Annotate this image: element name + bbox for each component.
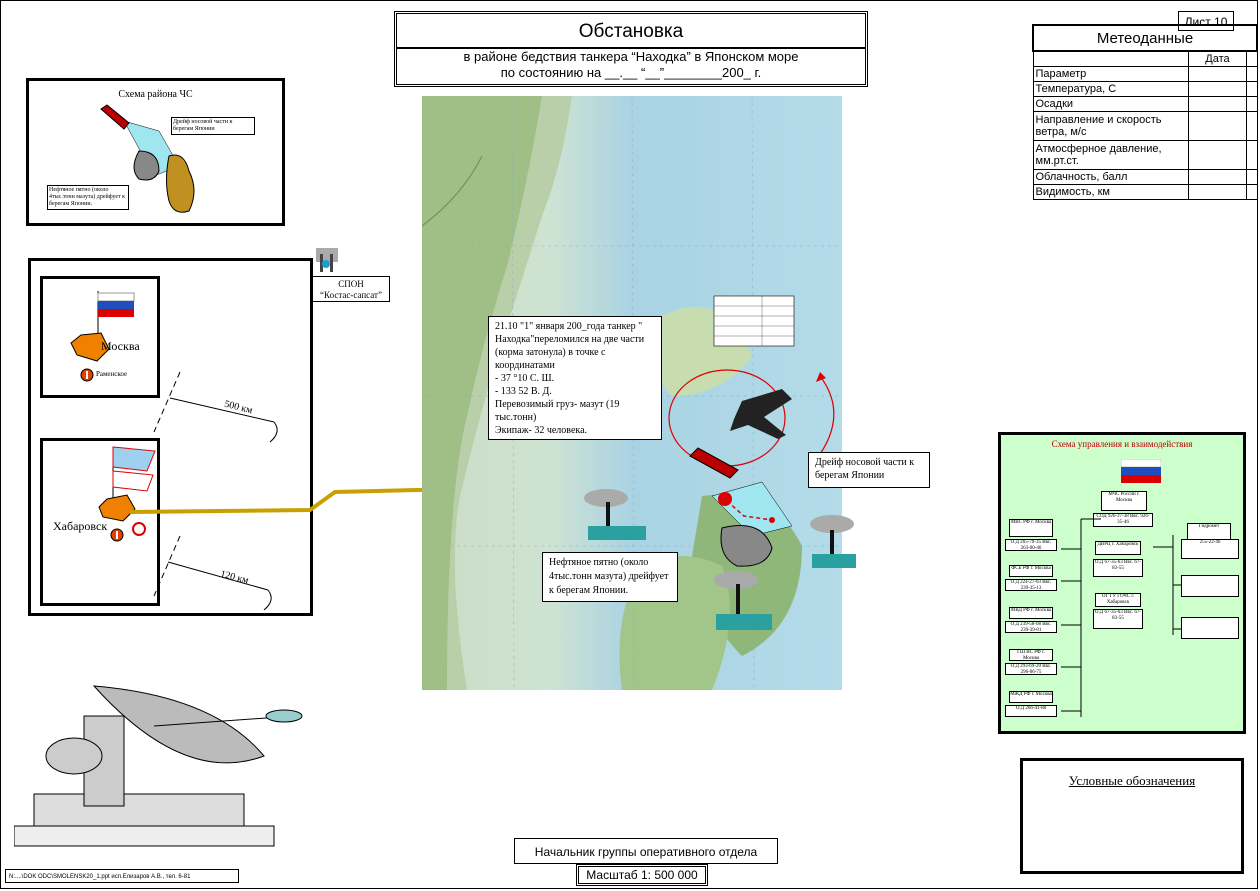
meteo-table: Метеоданные Дата Параметр Температура, С… <box>1032 24 1258 200</box>
scheme-box: Схема района ЧС Дрейф носовой части к бе… <box>26 78 285 226</box>
spon-line2: “Костас-сапсат” <box>320 290 382 300</box>
control-title: Схема управления и взаимодействия <box>1051 439 1193 449</box>
control-top-box: МЧС России г. Москва <box>1101 491 1147 511</box>
control-scheme: Схема управления и взаимодействия МЧС Ро… <box>998 432 1246 734</box>
incident-info-box: 21.10 "1" января 200_года танкер " Наход… <box>488 316 662 440</box>
meteo-row: Осадки <box>1032 96 1189 112</box>
control-right-sub: 255-22-46 <box>1181 539 1239 559</box>
oil-platforms <box>584 489 856 630</box>
city-ramenskoe: Раменское <box>96 370 128 378</box>
scheme-title: Схема района ЧС <box>118 89 193 100</box>
meteo-header: Метеоданные <box>1032 24 1258 52</box>
control-left-box: МЖД РФ г. Москва <box>1009 691 1053 703</box>
khabarovsk-box: Хабаровск <box>40 438 160 606</box>
meteo-row: Атмосферное давление, мм.рт.ст. <box>1032 140 1189 170</box>
scheme-drift-note: Дрейф носовой части к берегам Японии <box>171 117 255 135</box>
satellite-dish-icon <box>14 685 303 847</box>
scale-label: Масштаб 1: 500 000 <box>576 864 708 886</box>
legend-title: Условные обозначения <box>1068 773 1196 788</box>
spon-line1: СПОН <box>338 279 364 289</box>
meteo-date-label: Дата <box>1187 50 1248 67</box>
russia-flag-icon <box>1121 459 1161 483</box>
control-left-sub: О.Д 239-58-08 Ввс. 239-39-01 <box>1005 621 1057 633</box>
control-left-box: МВД РФ г. Москва <box>1009 607 1053 619</box>
control-connectors <box>1061 518 1181 717</box>
title-main: Обстановка <box>578 21 684 42</box>
scheme-sketch <box>100 104 195 213</box>
control-left-box: МВС РФ г. Москва <box>1009 519 1053 537</box>
moscow-flag-icon <box>70 291 135 382</box>
incident-crew: Экипаж- 32 человека. <box>495 425 588 436</box>
control-left-box: ГШ ВС РФ г. Москва <box>1009 649 1053 661</box>
control-empty-box <box>1181 617 1239 639</box>
oil-spot-label: Нефтяное пятно (около 4тыс.тонн мазута) … <box>542 552 678 602</box>
control-top-sub: СОД 926-37-38 Ввс. 926-35-46 <box>1093 513 1153 527</box>
antenna-icon <box>316 248 338 272</box>
meteo-row: Видимость, км <box>1032 184 1189 200</box>
scheme-oil-note: Нефтяное пятно (около 4тыс.тонн мазута) … <box>47 185 129 210</box>
city-khabarovsk: Хабаровск <box>53 519 108 533</box>
khabarovsk-flag-icon <box>98 446 156 542</box>
city-moscow: Москва <box>101 339 140 353</box>
title-sub-line1: в районе бедствия танкера “Находка” в Яп… <box>463 49 799 64</box>
oil-platform-icon <box>584 489 646 540</box>
control-mid-box: ОГ ГУ ГОЧС г. Хабаровск <box>1095 593 1141 607</box>
title-box: Обстановка в районе бедствия танкера “На… <box>394 11 868 87</box>
footer-path: N:....\DOK ODC\SMOLENSK20_1.ppt исп.Елиз… <box>5 869 239 883</box>
title-divider <box>397 47 865 49</box>
title-sub-line2: по состоянию на __.__ “__”________200_ г… <box>500 65 762 80</box>
control-mid-box: ДВРЦ г. Хабаровск <box>1095 541 1141 555</box>
control-left-sub: О.Д 265-70-35 Ввс. 263-00-46 <box>1005 539 1057 551</box>
meteo-row: Температура, С <box>1032 81 1189 97</box>
control-left-sub: О.Д 293-69-20 Ввс. 296-06-75 <box>1005 663 1057 675</box>
control-left-box: ФСБ РФ г. Москва <box>1009 565 1053 577</box>
spon-label: СПОН “Костас-сапсат” <box>312 276 390 302</box>
chief-label: Начальник группы оперативного отдела <box>514 838 778 864</box>
oil-platform-icon <box>714 571 772 630</box>
incident-coord-lon: - 133 52 В. Д. <box>495 386 552 397</box>
control-left-sub: О.Д 266-41-88 <box>1005 705 1057 717</box>
incident-text: 21.10 "1" января 200_года танкер " Наход… <box>495 321 645 371</box>
meteo-row: Облачность, балл <box>1032 169 1189 185</box>
legend-box: Условные обозначения <box>1020 758 1244 874</box>
meteo-param-label: Параметр <box>1032 66 1189 82</box>
incident-coord-lat: - 37 °10 С. Ш. <box>495 373 555 384</box>
control-mid-sub: О.Д 67-35-63 Ввс. 67-83-55 <box>1093 609 1143 629</box>
meteo-row: Направление и скорость ветра, м/с <box>1032 111 1189 141</box>
moscow-box: Москва Раменское <box>40 276 160 398</box>
control-mid-sub: О.Д 67-35-63 Ввс. 67-83-55 <box>1093 559 1143 577</box>
oil-platform-icon <box>810 515 856 568</box>
control-right-box: Гидромет <box>1187 523 1231 541</box>
control-left-sub: О.Д 224-27-03 Ввс. 239-35-13 <box>1005 579 1057 591</box>
distance-markers <box>153 371 278 611</box>
control-empty-box <box>1181 575 1239 597</box>
drift-bow-label: Дрейф носовой части к берегам Японии <box>808 452 930 488</box>
incident-cargo: Перевозимый груз- мазут (19 тыс.тонн) <box>495 399 620 423</box>
left-panel <box>28 258 313 616</box>
